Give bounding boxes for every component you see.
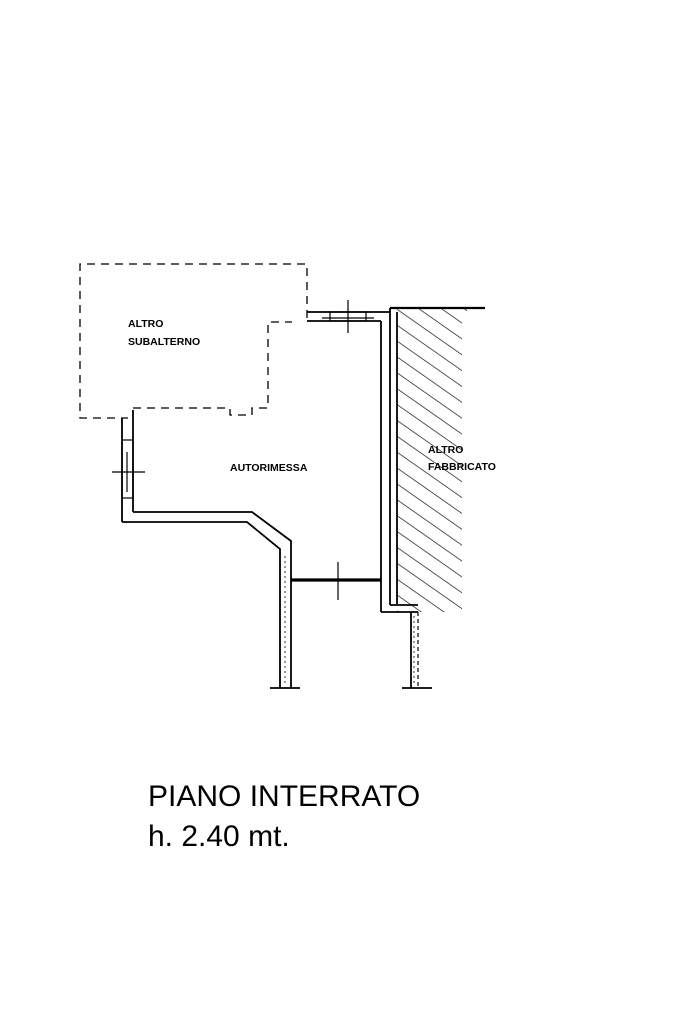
label-altro-subalterno-line2: SUBALTERNO — [128, 336, 200, 348]
altro-subalterno-outline — [79, 263, 308, 419]
label-altro-fabbricato-line1: ALTRO — [428, 444, 463, 456]
label-altro-subalterno-line1: ALTRO — [128, 318, 163, 330]
label-altro-fabbricato-line2: FABBRICATO — [428, 461, 496, 473]
autorimessa-walls — [121, 308, 432, 689]
floor-height: h. 2.40 mt. — [148, 820, 290, 853]
label-autorimessa: AUTORIMESSA — [230, 462, 308, 474]
altro-fabbricato-hatch — [390, 306, 485, 612]
floor-title: PIANO INTERRATO — [148, 780, 421, 813]
opening-marks — [112, 300, 374, 600]
stub-inner-lines — [284, 556, 415, 686]
